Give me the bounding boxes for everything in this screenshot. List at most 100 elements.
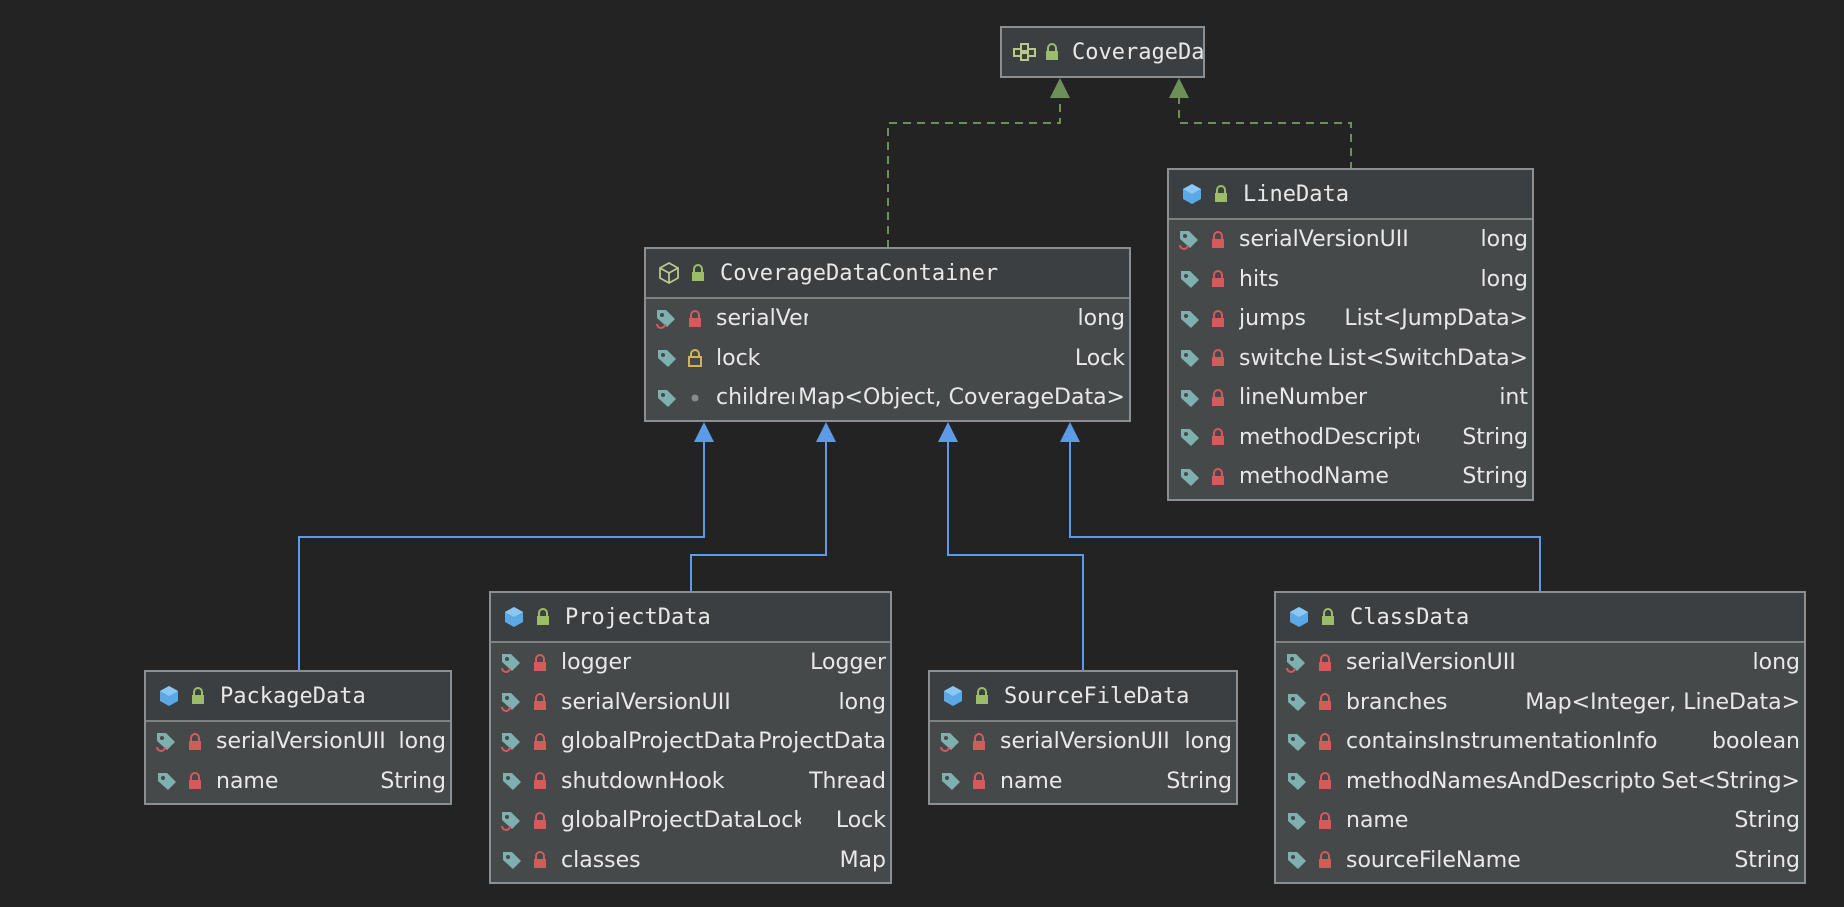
field-type: String (1730, 801, 1800, 841)
private-lock-icon (1209, 347, 1227, 369)
static-field-icon (499, 689, 525, 715)
field-icon (1177, 424, 1203, 450)
field-type: long (1180, 722, 1232, 762)
field-icon (938, 768, 964, 794)
field-name: sourceFileName (1346, 847, 1521, 873)
private-lock-icon (531, 849, 549, 871)
static-field-icon (1177, 227, 1203, 253)
node-coverage-data[interactable]: CoverageData (1000, 26, 1205, 78)
static-field-icon (1284, 650, 1310, 676)
field-type: long (834, 682, 886, 722)
node-header: CoverageData (1002, 28, 1203, 76)
class-icon (1179, 181, 1205, 207)
field-type: Map<Object, CoverageData> (794, 378, 1125, 418)
private-lock-icon (1209, 466, 1227, 488)
arrowhead-inheritance (1060, 422, 1080, 442)
edge-linedata-to-coveragedata (1178, 96, 1352, 170)
field-type: long (1476, 220, 1528, 260)
field-type: ProjectData (754, 722, 886, 762)
field-row[interactable]: lineNumber int (1169, 378, 1532, 418)
private-lock-icon (531, 770, 549, 792)
node-header: ProjectData (491, 593, 890, 643)
node-title: ClassData (1350, 604, 1470, 630)
package-private-icon (686, 387, 704, 409)
arrowhead-inheritance (938, 422, 958, 442)
field-icon (1177, 385, 1203, 411)
node-title: PackageData (220, 683, 366, 709)
field-name: globalProjectDataLock (561, 808, 801, 834)
field-name: switches (1239, 345, 1335, 371)
static-field-icon (654, 306, 680, 332)
edge-projectdata-to-container (690, 440, 827, 593)
field-icon (1177, 345, 1203, 371)
field-type: Logger (806, 643, 886, 683)
lock-icon (1044, 41, 1060, 63)
field-type: Lock (1070, 338, 1125, 378)
private-lock-icon (1209, 308, 1227, 330)
private-lock-icon (1209, 229, 1227, 251)
field-name: methodNamesAndDescriptors (1346, 768, 1670, 794)
field-name: branches (1346, 689, 1448, 715)
node-coverage-data-container[interactable]: CoverageDataContainer serialVersionUIIlo… (644, 247, 1131, 422)
field-name: lineNumber (1239, 385, 1368, 411)
lock-icon (188, 685, 208, 707)
field-name: serialVersionUII (216, 729, 386, 755)
protected-lock-icon (686, 347, 704, 369)
field-type: List<SwitchData> (1323, 338, 1528, 378)
private-lock-icon (531, 810, 549, 832)
private-lock-icon (1316, 652, 1334, 674)
lock-icon (972, 685, 992, 707)
field-name: containsInstrumentationInfo (1346, 729, 1658, 755)
field-type: long (1073, 299, 1125, 339)
field-icon (654, 385, 680, 411)
static-field-icon (154, 729, 180, 755)
private-lock-icon (1316, 731, 1334, 753)
field-name: classes (561, 847, 641, 873)
class-icon (156, 683, 182, 709)
private-lock-icon (1316, 770, 1334, 792)
lock-icon (1211, 183, 1231, 205)
class-icon (940, 683, 966, 709)
private-lock-icon (531, 652, 549, 674)
field-name: serialVersionUII (1346, 650, 1516, 676)
static-field-icon (499, 650, 525, 676)
field-icon (654, 345, 680, 371)
private-lock-icon (1316, 849, 1334, 871)
class-icon (501, 604, 527, 630)
field-type: int (1495, 378, 1528, 418)
private-lock-icon (970, 770, 988, 792)
